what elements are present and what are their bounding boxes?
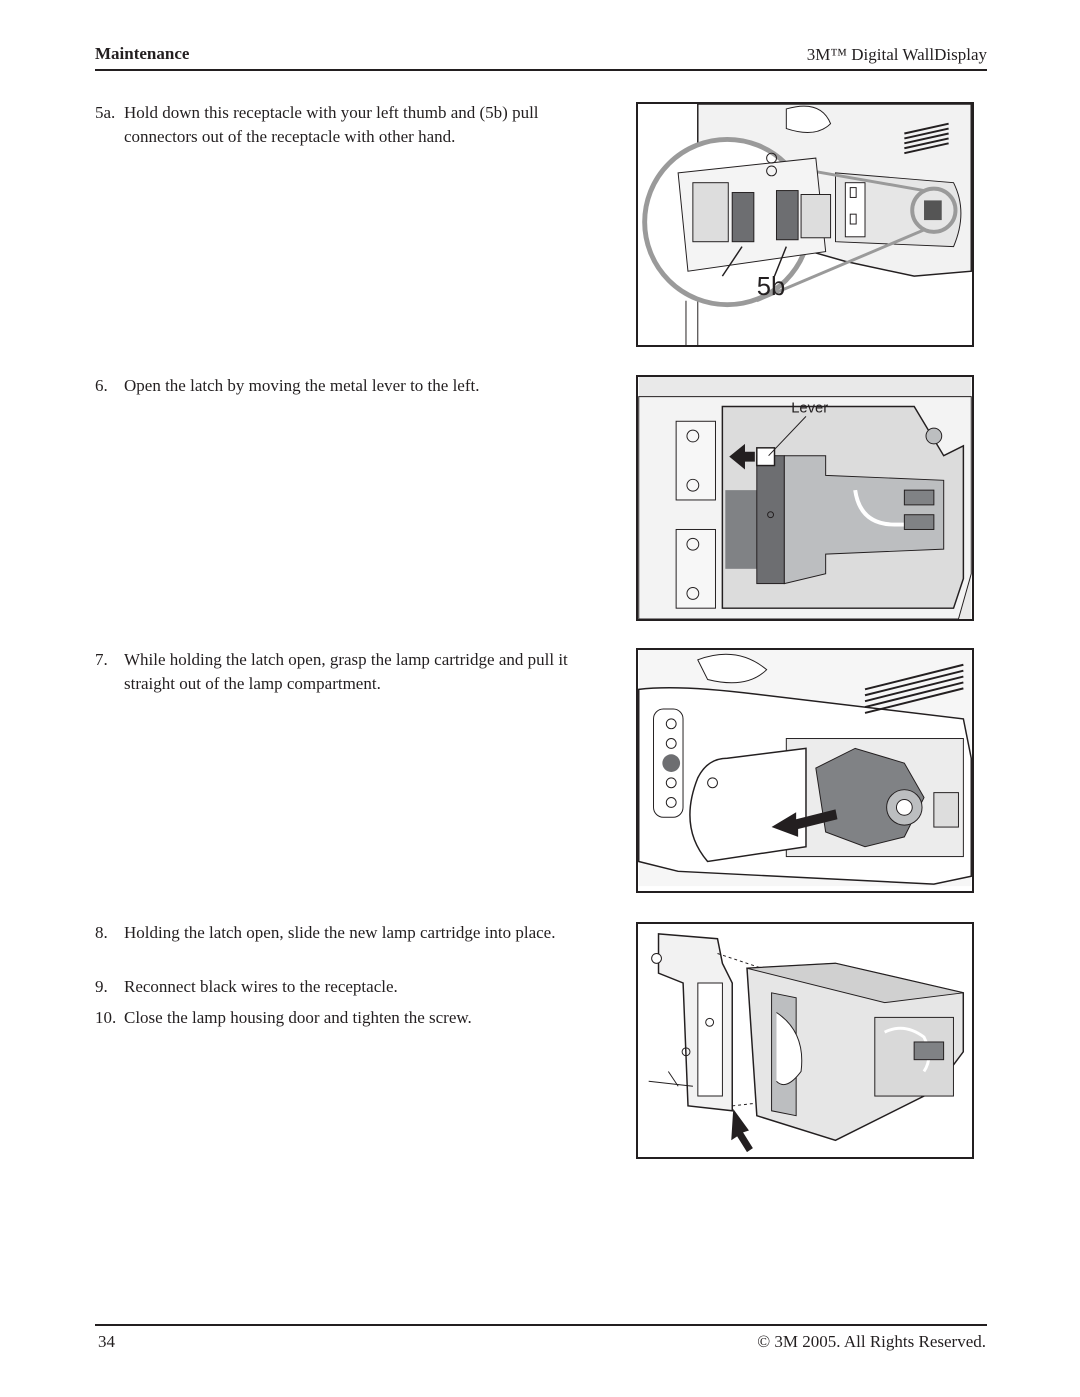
page-number: 34 (98, 1332, 115, 1351)
product-name: 3M™ Digital WallDisplay (806, 45, 987, 64)
figure-receptacle: 5a 5b (636, 102, 974, 347)
section-title: Maintenance (95, 44, 190, 63)
step-text: While holding the latch open, grasp the … (124, 650, 568, 693)
step-8: 8. Holding the latch open, slide the new… (95, 921, 607, 971)
lever-label: Lever (791, 400, 828, 416)
step-6: 6. Open the latch by moving the metal le… (95, 374, 607, 400)
step-number: 5a. (95, 103, 116, 122)
figure-insert-cartridge (636, 922, 974, 1159)
footer-rule (95, 1324, 987, 1326)
step-7: 7. While holding the latch open, grasp t… (95, 648, 607, 698)
step-10: 10. Close the lamp housing door and tigh… (95, 1006, 607, 1032)
header-rule (95, 69, 987, 71)
step-text: Open the latch by moving the metal lever… (124, 376, 480, 395)
figure-remove-cartridge (636, 648, 974, 893)
figure-latch-lever: Lever (636, 375, 974, 621)
step-5a: 5a. Hold down this receptacle with your … (95, 101, 607, 151)
step-number: 10. (95, 1008, 117, 1027)
step-number: 7. (95, 650, 108, 669)
page-header: Maintenance 3M™ Digital WallDisplay (95, 44, 987, 70)
remove-cartridge-illustration (638, 650, 972, 891)
step-text: Close the lamp housing door and tighten … (124, 1008, 472, 1027)
receptacle-illustration: 5a 5b (638, 104, 972, 345)
step-number: 9. (95, 977, 108, 996)
step-9: 9. Reconnect black wires to the receptac… (95, 975, 607, 1001)
latch-illustration: Lever (638, 377, 972, 619)
step-number: 8. (95, 923, 108, 942)
insert-cartridge-illustration (638, 924, 972, 1157)
step-number: 6. (95, 376, 108, 395)
step-text: Holding the latch open, slide the new la… (124, 923, 556, 942)
step-text: Reconnect black wires to the receptacle. (124, 977, 398, 996)
label-5b: 5b (757, 273, 785, 301)
label-5a: 5a (698, 271, 727, 299)
copyright-notice: © 3M 2005. All Rights Reserved. (757, 1332, 986, 1351)
step-text: Hold down this receptacle with your left… (124, 103, 539, 146)
